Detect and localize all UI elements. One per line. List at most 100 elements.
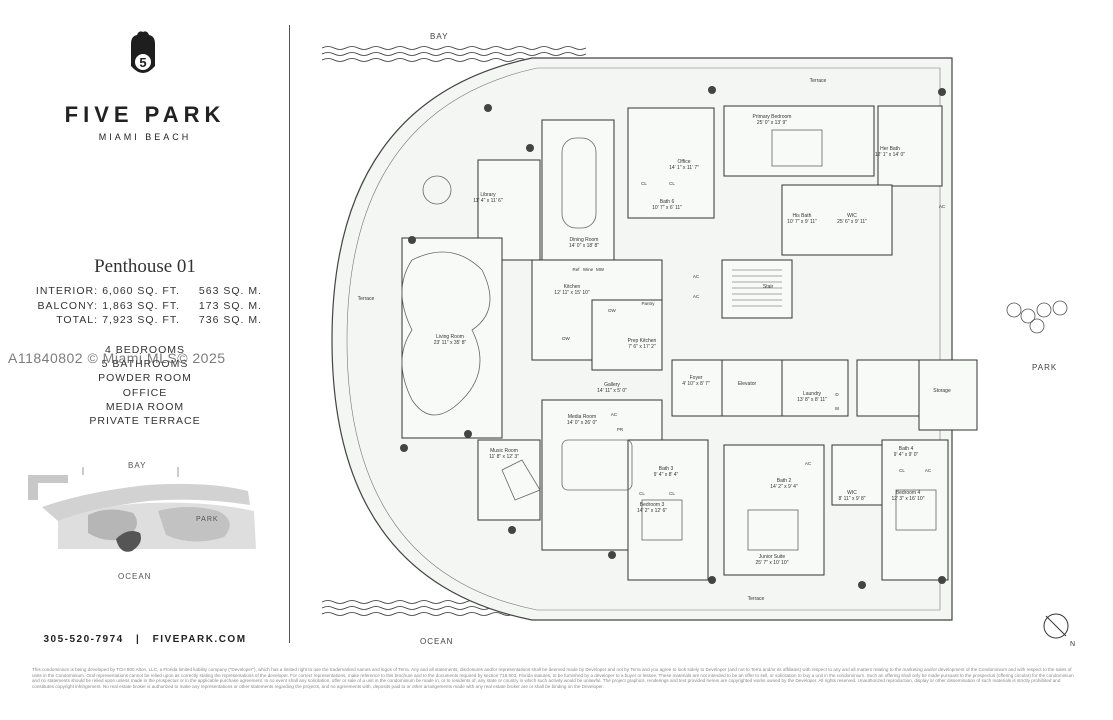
room-label: Her Bath	[880, 146, 900, 152]
fixture-tag: DW	[608, 308, 616, 313]
room-label: Bath 4	[899, 446, 914, 452]
fixture-tag: AC	[611, 412, 618, 417]
fixture-tag: CL	[669, 491, 675, 496]
area-sqft: 6,060 SQ. FT.	[102, 285, 180, 297]
area-row: TOTAL: 7,923 SQ. FT. 736 SQ. M.	[28, 313, 268, 328]
room-dims: 12' 11" x 15' 10"	[554, 290, 590, 296]
key-site-map: BAY PARK OCEAN	[28, 461, 260, 585]
area-table: INTERIOR: 6,060 SQ. FT. 563 SQ. M. BALCO…	[28, 284, 268, 328]
room-label: Kitchen	[564, 284, 581, 290]
park-label: PARK	[1032, 363, 1057, 372]
bay-label: BAY	[430, 32, 448, 41]
north-arrow-icon: N	[1043, 613, 1075, 648]
fixture-tag: Wine	[583, 267, 594, 272]
room-label: Junior Suite	[759, 554, 786, 560]
legal-disclaimer: This condominium is being developed by T…	[32, 667, 1074, 689]
room-label: Terrace	[748, 596, 765, 602]
bedroom-3	[627, 439, 709, 581]
brand-name: FIVE PARK	[64, 102, 226, 127]
room-label: Terrace	[358, 296, 375, 302]
contact-website-link[interactable]: FIVEPARK.COM	[152, 634, 247, 645]
fixture-tag: CL	[641, 181, 647, 186]
fixture-tag: CL	[669, 181, 675, 186]
feature-item: 4 BEDROOMS	[104, 344, 185, 356]
room-dims: 11' 4" x 11' 6"	[473, 198, 503, 204]
fixture-tag: PR	[617, 427, 624, 432]
fixture-tag: W	[835, 406, 840, 411]
area-sqm: 736 SQ. M.	[198, 314, 262, 326]
ocean-label: OCEAN	[420, 637, 453, 646]
contact-separator: |	[136, 634, 141, 645]
room-dims: 8' 11" x 9' 8"	[838, 496, 865, 502]
music-room	[477, 439, 541, 521]
feature-list: 4 BEDROOMS 5 BATHROOMS POWDER ROOM OFFIC…	[0, 343, 290, 428]
room-label: Laundry	[803, 391, 822, 397]
room-label: Gallery	[604, 382, 620, 388]
room-label: WIC	[847, 213, 857, 219]
fixture-tag: Ref	[572, 267, 580, 272]
feature-item: POWDER ROOM	[98, 372, 192, 385]
elevator	[721, 359, 783, 417]
room-label: Dining Room	[570, 237, 599, 243]
room-dims: 14' 0" x 18' 8"	[569, 243, 599, 249]
room-dims: 14' 0" x 26' 0"	[567, 420, 597, 426]
foyer	[671, 359, 723, 417]
fixture-tag: D	[835, 392, 839, 397]
fixture-tags: CL CL AC AC AC DW DW Pantry Ref Wine MW …	[562, 181, 946, 496]
fixture-tag: AC	[693, 294, 700, 299]
stair	[721, 259, 793, 319]
room-dims: 12' 3" x 16' 10"	[892, 496, 925, 502]
keymap-park-label: PARK	[196, 516, 219, 523]
room-dims: 14' 1" x 11' 7"	[669, 165, 699, 171]
room-label: Stair	[763, 284, 774, 290]
room-label: Foyer	[690, 375, 703, 381]
room-label: His Bath	[793, 213, 812, 219]
storage-a	[856, 359, 920, 417]
park-trees-icon	[1006, 300, 1068, 334]
room-label: Bath 2	[777, 478, 792, 484]
room-label: Library	[480, 192, 496, 198]
room-label: Media Room	[568, 414, 596, 420]
unit-title: Penthouse 01	[94, 256, 196, 277]
fixture-tag: MW	[596, 267, 605, 272]
room-label: Music Room	[490, 448, 518, 454]
room-dims: 25' 6" x 9' 11"	[837, 219, 867, 225]
room-dims: 7' 6" x 17' 2"	[628, 344, 656, 350]
room-label: Primary Bedroom	[753, 114, 792, 120]
room-dims: 4' 10" x 8' 7"	[682, 381, 710, 387]
fixture-tag: AC	[693, 274, 700, 279]
her-bath	[877, 105, 943, 187]
area-sqft: 1,863 SQ. FT.	[102, 299, 180, 312]
room-dims: 10' 7" x 9' 11"	[787, 219, 817, 225]
info-panel: 5 FIVE PARK MIAMI BEACH Penthouse 01 INT…	[0, 0, 290, 660]
room-label: Storage	[933, 388, 951, 394]
room-label: Terrace	[810, 78, 827, 84]
stair-treads	[732, 269, 782, 307]
room-label: Prep Kitchen	[628, 338, 657, 344]
panel-divider	[289, 25, 290, 643]
room-dims: 14' 11" x 5' 0"	[597, 388, 627, 394]
primary-bedroom	[723, 105, 875, 177]
furniture	[401, 129, 937, 551]
room-label: WIC	[847, 490, 857, 496]
area-sqm: 563 SQ. M.	[198, 285, 262, 297]
five-park-logo-icon: 5	[131, 31, 155, 73]
room-dims: 14' 2" x 9' 4"	[770, 484, 798, 490]
office	[627, 107, 715, 219]
wic-2	[831, 444, 883, 506]
area-label: BALCONY:	[37, 299, 98, 312]
contact-phone[interactable]: 305-520-7974	[43, 634, 124, 645]
bedroom-4	[881, 439, 949, 581]
feature-item: PRIVATE TERRACE	[89, 415, 201, 428]
room-dims: 12' 1" x 14' 0"	[875, 152, 905, 158]
terrace-inner-edge	[346, 67, 941, 611]
contact-line: 305-520-7974 | FIVEPARK.COM	[0, 634, 290, 645]
fixture-tag: CL	[899, 468, 905, 473]
fixture-tag: AC	[805, 461, 812, 466]
brand-location: MIAMI BEACH	[98, 132, 192, 142]
area-sqm: 173 SQ. M.	[198, 299, 262, 312]
room-dims: 25' 7" x 10' 10"	[756, 560, 789, 566]
area-sqft: 7,923 SQ. FT.	[102, 314, 180, 326]
storage	[918, 359, 978, 431]
room-label: Bath 6	[660, 199, 675, 205]
